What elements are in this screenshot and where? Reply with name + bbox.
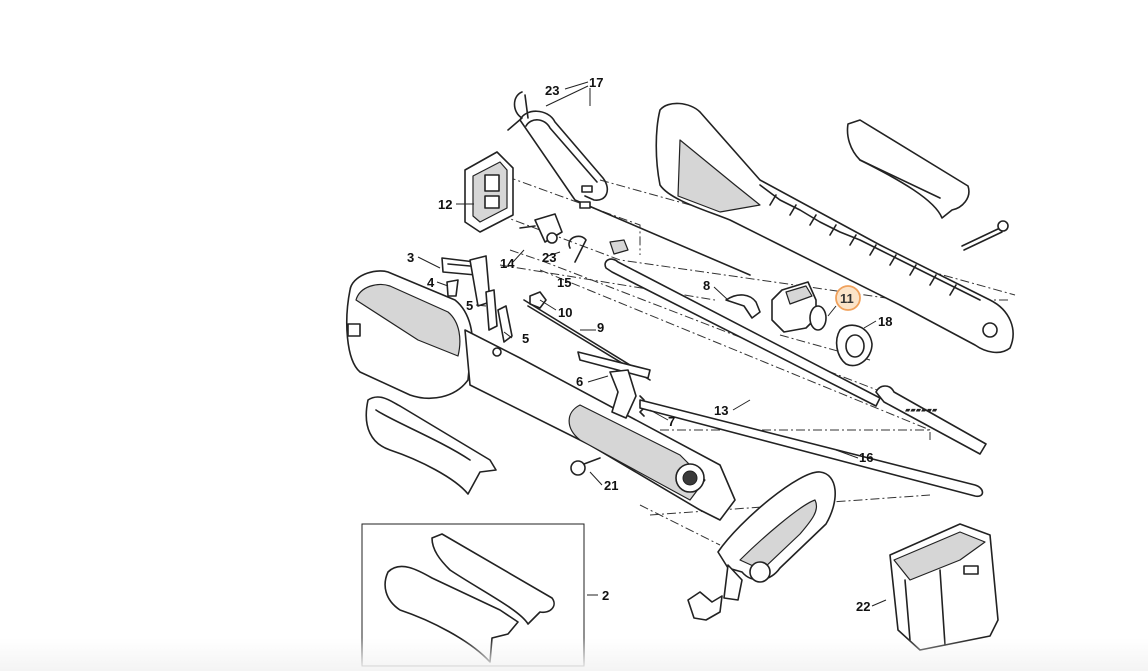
knob[interactable] <box>687 591 723 621</box>
callout-3[interactable]: 3 <box>407 250 414 265</box>
part-17-cable[interactable] <box>519 110 751 276</box>
callout-15[interactable]: 15 <box>557 275 571 290</box>
part-12-switch-housing[interactable] <box>464 151 514 233</box>
part-22-housing[interactable] <box>889 523 999 651</box>
callout-5-lower[interactable]: 5 <box>522 331 529 346</box>
callout-17[interactable]: 17 <box>589 75 603 90</box>
part-23-cable-tie-top[interactable] <box>507 91 529 131</box>
callout-9[interactable]: 9 <box>597 320 604 335</box>
callout-8[interactable]: 8 <box>703 278 710 293</box>
upper-housing[interactable] <box>655 102 1014 354</box>
callout-5-upper[interactable]: 5 <box>466 298 473 313</box>
inset-box-part-2 <box>361 523 585 667</box>
part-14-connector[interactable] <box>519 213 563 244</box>
svg-text:▰▰▰▰▰▰: ▰▰▰▰▰▰ <box>905 407 938 414</box>
part-13-shaft-tube[interactable] <box>604 258 881 407</box>
callout-6[interactable]: 6 <box>576 374 583 389</box>
part-8-lever[interactable] <box>725 294 761 319</box>
bolt-right[interactable] <box>961 220 1009 251</box>
callout-4[interactable]: 4 <box>427 275 435 290</box>
callout-labels: 17 23 12 14 23 15 3 4 5 5 10 9 6 7 8 11 … <box>407 75 892 614</box>
callout-18[interactable]: 18 <box>878 314 892 329</box>
callout-7[interactable]: 7 <box>668 414 675 429</box>
part-21-screw[interactable] <box>570 457 601 476</box>
part-15-clip[interactable] <box>609 239 629 255</box>
part-10-nut[interactable] <box>529 291 547 309</box>
callout-13[interactable]: 13 <box>714 403 728 418</box>
callout-10[interactable]: 10 <box>558 305 572 320</box>
loop-handle[interactable] <box>717 471 836 601</box>
part-6-trigger[interactable] <box>577 351 651 419</box>
part-5-pin-upper[interactable] <box>485 289 498 331</box>
callout-2[interactable]: 2 <box>602 588 609 603</box>
highlight-marker-11[interactable] <box>835 285 861 311</box>
part-16-drive-shaft[interactable]: ▰▰▰▰▰▰ <box>639 385 987 498</box>
part-5-pin-lower[interactable] <box>497 305 513 343</box>
callout-16[interactable]: 16 <box>859 450 873 465</box>
callout-12[interactable]: 12 <box>438 197 452 212</box>
leader-lines <box>417 81 887 607</box>
callout-23-top[interactable]: 23 <box>545 83 559 98</box>
motor-housing[interactable] <box>346 270 736 521</box>
callout-21[interactable]: 21 <box>604 478 618 493</box>
part-11-clamp[interactable] <box>771 281 827 333</box>
part-23-cable-tie-mid[interactable] <box>568 235 587 263</box>
callout-22[interactable]: 22 <box>856 599 870 614</box>
upper-right-cover[interactable] <box>846 119 970 219</box>
part-18-ring[interactable] <box>835 324 873 367</box>
callout-23-mid[interactable]: 23 <box>542 250 556 265</box>
callout-14[interactable]: 14 <box>500 256 515 271</box>
part-4-spring[interactable] <box>446 279 459 297</box>
lower-shield-left[interactable] <box>365 396 497 495</box>
callout-11[interactable]: 11 <box>840 291 854 306</box>
